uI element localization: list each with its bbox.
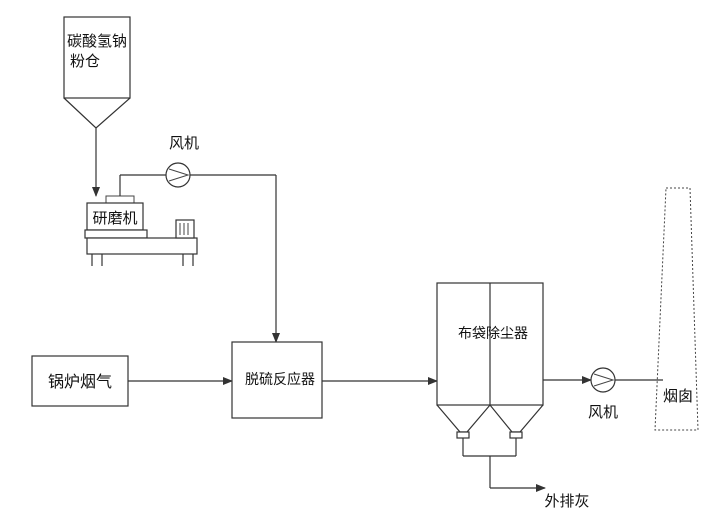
fan-top: 风机 <box>119 134 280 343</box>
sodium-bicarbonate-silo: 碳酸氢钠 粉仓 <box>63 16 131 129</box>
fan-top-label: 风机 <box>169 134 199 152</box>
grinding-mill: 研磨机 <box>84 195 198 266</box>
silo-label-line1: 碳酸氢钠 <box>67 32 127 50</box>
motor-icon <box>175 219 195 239</box>
ash-out-label: 外排灰 <box>544 492 589 510</box>
boiler-gas-label: 锅炉烟气 <box>48 372 112 391</box>
hopper-valve-right <box>509 431 523 439</box>
fan-right: 风机 <box>543 367 663 421</box>
baghouse-label: 布袋除尘器 <box>458 326 528 342</box>
chimney: 烟囱 <box>654 187 699 431</box>
mill-label: 研磨机 <box>92 209 137 227</box>
chimney-label: 烟囱 <box>663 387 693 405</box>
fan-right-label: 风机 <box>588 403 618 421</box>
silo-label-line2: 粉仓 <box>70 52 100 70</box>
boiler-flue-gas: 锅炉烟气 <box>31 355 129 407</box>
desulfurization-reactor: 脱硫反应器 <box>231 341 323 419</box>
reactor-label: 脱硫反应器 <box>245 371 315 388</box>
bag-filter: 布袋除尘器 外排灰 <box>436 282 590 510</box>
hopper-valve-left <box>456 431 470 439</box>
